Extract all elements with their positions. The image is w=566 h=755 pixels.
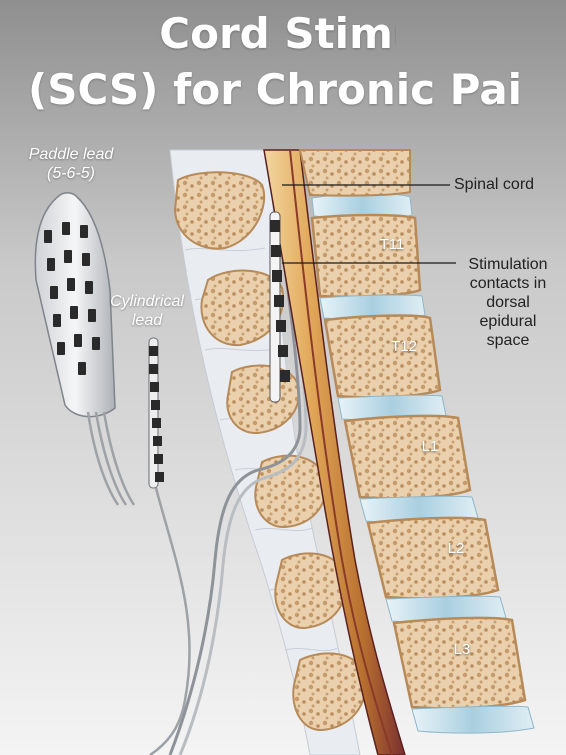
vertebra-label-t11: T11 (379, 236, 405, 253)
vertebra-top-fragment (298, 149, 411, 197)
stimulation-label-line2: contacts in (469, 275, 547, 292)
spinous-processes (173, 171, 367, 732)
vertebra-label-l2: L2 (447, 540, 465, 557)
paddle-lead-label: Paddle lead (5-6-5) (6, 145, 136, 183)
spinous-process (292, 652, 367, 732)
vertebra-label-l3: L3 (453, 641, 471, 658)
paddle-lead (34, 192, 136, 506)
cylindrical-lead-label-line2: lead (131, 312, 163, 329)
cylindrical-lead (148, 337, 191, 755)
stimulation-label-line3: dorsal (486, 294, 530, 311)
stimulation-contacts (269, 211, 290, 403)
vertebra-label-t12: T12 (391, 338, 417, 355)
spinal-cord (263, 149, 406, 755)
vertebra-l2-body (366, 516, 500, 600)
stimulation-label-line5: space (486, 332, 530, 349)
paddle-lead-label-line1: Paddle lead (28, 146, 114, 163)
spinous-process (173, 171, 266, 250)
stimulation-contacts-label: Stimulation contacts in dorsal epidural … (452, 255, 564, 350)
cord-inner-line (289, 149, 393, 755)
paddle-lead-label-line2: (5-6-5) (46, 165, 95, 182)
spinal-cord-label: Spinal cord (454, 176, 535, 193)
cylindrical-lead-wire (149, 487, 191, 755)
vertebra-l3-body (392, 616, 527, 710)
disc (411, 705, 535, 734)
paddle-contacts (44, 222, 100, 375)
title-line-1: Cord Stimu (159, 10, 423, 58)
paddle-wires (86, 411, 136, 506)
vertebra-label-l1: L1 (421, 438, 439, 455)
vertebra-l1-body (343, 414, 472, 500)
vertebral-column (310, 192, 535, 734)
title-line-2: (SCS) for Chronic Pain (28, 66, 552, 114)
spinous-process (274, 552, 347, 630)
cylindrical-lead-label-line1: Cylindrical (110, 293, 184, 310)
vertebra-t11-body (310, 213, 422, 298)
stimulation-label-line4: epidural (479, 313, 537, 330)
stimulation-label-line1: Stimulation (468, 256, 548, 273)
cylindrical-lead-label: Cylindrical lead (92, 292, 202, 330)
vertebra-t12-body (323, 314, 442, 399)
